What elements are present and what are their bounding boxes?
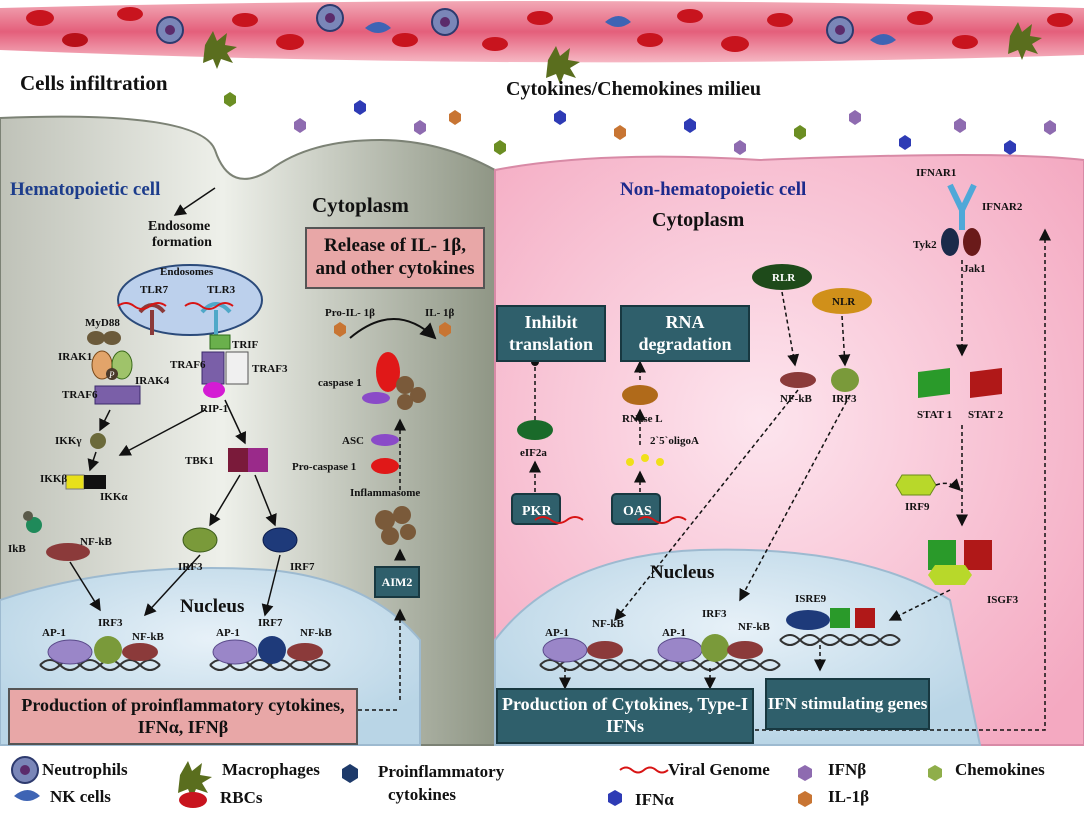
nfkb-left-b: NF-kB [300, 627, 332, 639]
legend-ifnb: IFNβ [828, 760, 867, 779]
phospho-irak: P [108, 370, 115, 380]
hematopoietic-title: Hematopoietic cell [10, 179, 160, 200]
stat1-label: STAT 1 [917, 409, 952, 421]
rna-degradation-box: RNA degradation [620, 305, 750, 362]
irf3-nuc-right: IRF3 [702, 608, 727, 620]
vessel-cells [26, 4, 1073, 84]
irf3-nuc-left: IRF3 [98, 617, 123, 629]
ikkb-label: IKKβ [40, 473, 67, 485]
irf7-left-label: IRF7 [290, 561, 315, 573]
nlr-label: NLR [832, 296, 856, 308]
irf9-label: IRF9 [905, 501, 930, 513]
dna-right [539, 634, 901, 671]
proinflammatory-production-box: Production of proinflammatory cytokines,… [8, 688, 358, 745]
ifnar2-label: IFNAR2 [982, 201, 1023, 213]
legend-viral-genome: Viral Genome [668, 760, 770, 779]
nfkb-left-a: NF-kB [132, 631, 164, 643]
ikka-label: IKKα [100, 491, 128, 503]
legend-ifna: IFNα [635, 790, 674, 809]
blood-vessel [0, 1, 1084, 63]
ap1-left-a: AP-1 [42, 627, 66, 639]
eif2a-label: eIF2a [520, 447, 547, 459]
irf3-right-label: IRF3 [832, 393, 857, 405]
irf3-left-label: IRF3 [178, 561, 203, 573]
cytokines-production-box: Production of Cytokines, Type-I IFNs [496, 688, 754, 744]
milieu-label: Cytokines/Chemokines milieu [506, 78, 761, 100]
isre9-label: ISRE9 [795, 593, 827, 605]
right-nucleus-label: Nucleus [650, 562, 714, 583]
pkr-label: PKR [522, 504, 552, 519]
legend-nk-cells: NK cells [50, 787, 111, 806]
rip1-label: RIP-1 [200, 403, 228, 415]
legend-icons [11, 756, 942, 808]
left-cytoplasm-label: Cytoplasm [312, 193, 409, 217]
traf6-left-label: TRAF6 [62, 389, 98, 401]
legend-il1b: IL-1β [828, 787, 870, 806]
nfkb-right-label: NF-kB [780, 393, 812, 405]
stat2-label: STAT 2 [968, 409, 1004, 421]
tlr3-label: TLR3 [207, 284, 236, 296]
nfkb-right-a: NF-kB [592, 618, 624, 630]
tyk2-label: Tyk2 [913, 239, 937, 251]
nfkb-left-label: NF-kB [80, 536, 112, 548]
oas-label: OAS [623, 504, 652, 519]
irak4-label: IRAK4 [135, 375, 170, 387]
traf6-right-label: TRAF6 [170, 359, 206, 371]
irf7-nuc-left: IRF7 [258, 617, 283, 629]
endosome-formation-label: Endosome [148, 219, 210, 234]
inflammasome-label: Inflammasome [350, 487, 420, 499]
release-cytokines-box: Release of IL- 1β, and other cytokines [305, 227, 485, 289]
il1b-label: IL- 1β [425, 307, 455, 319]
legend-macrophages: Macrophages [222, 760, 320, 779]
left-nucleus-label: Nucleus [180, 596, 244, 617]
pro-il1b-label: Pro-IL- 1β [325, 307, 375, 319]
isgf3-label: ISGF3 [987, 594, 1019, 606]
inhibit-translation-box: Inhibit translation [496, 305, 606, 362]
ap1-left-b: AP-1 [216, 627, 240, 639]
trif-label: TRIF [232, 339, 259, 351]
rlr-label: RLR [772, 272, 796, 284]
procaspase1-label: Pro-caspase 1 [292, 461, 356, 473]
aim2-box: AIM2 [374, 566, 420, 598]
ifnar1-label: IFNAR1 [916, 167, 956, 179]
dna-left [39, 659, 331, 671]
ap1-right-a: AP-1 [545, 627, 569, 639]
ikkg-label: IKKγ [55, 435, 82, 447]
nfkb-right-b: NF-kB [738, 621, 770, 633]
right-cytoplasm-label: Cytoplasm [652, 209, 745, 231]
ikb-label: IkB [8, 543, 26, 555]
caspase1-label: caspase 1 [318, 377, 362, 389]
traf3-label: TRAF3 [252, 363, 288, 375]
jak1-label: Jak1 [963, 263, 986, 275]
irak1-label: IRAK1 [58, 351, 92, 363]
endosomes-label: Endosomes [160, 266, 214, 278]
cells-infiltration-label: Cells infiltration [20, 71, 168, 95]
legend-proinflammatory-2: cytokines [388, 785, 456, 804]
oligoa-label: 2`5`oligoA [650, 435, 699, 447]
legend-proinflammatory: Proinflammatory [378, 762, 505, 781]
legend-neutrophils: Neutrophils [42, 760, 128, 779]
tbk1-label: TBK1 [185, 455, 214, 467]
ifn-stimulating-genes-box: IFN stimulating genes [765, 678, 930, 730]
tlr7-label: TLR7 [140, 284, 169, 296]
ap1-right-b: AP-1 [662, 627, 686, 639]
asc-label: ASC [342, 435, 364, 447]
legend-chemokines: Chemokines [955, 760, 1045, 779]
non-hematopoietic-title: Non-hematopoietic cell [620, 179, 806, 200]
myd88-label: MyD88 [85, 317, 120, 329]
legend-rbcs: RBCs [220, 788, 263, 807]
rnasel-label: RNase L [622, 413, 663, 425]
endosome-formation-label-2: formation [152, 235, 212, 250]
